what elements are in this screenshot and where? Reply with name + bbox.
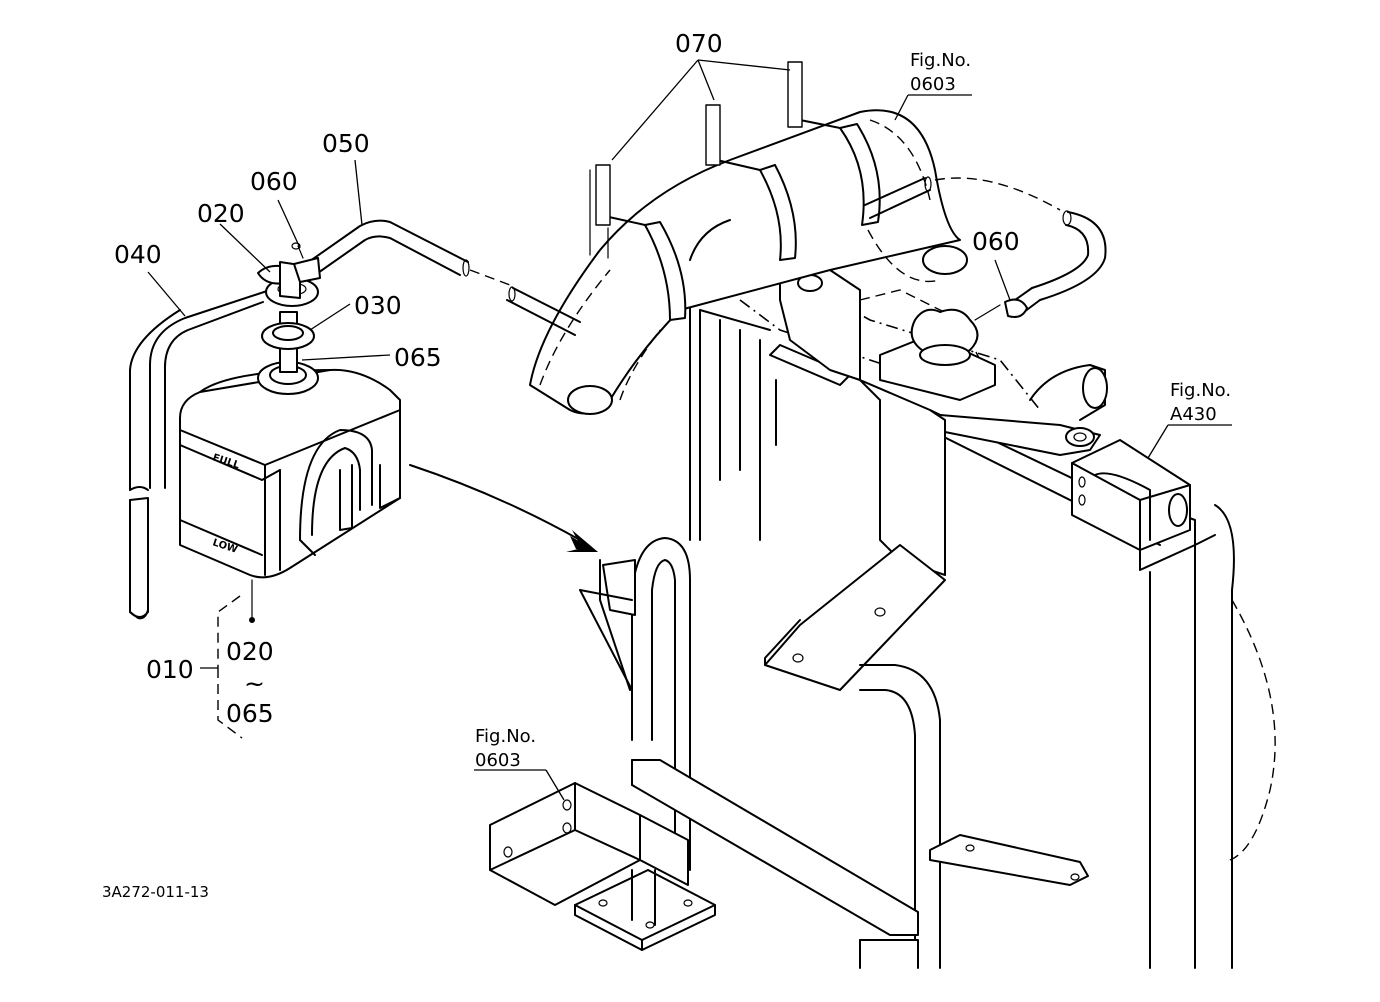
label-010: 010 (146, 655, 194, 684)
drawing-code: 3A272-011-13 (102, 883, 209, 901)
hose-050 (299, 219, 581, 336)
fig-ref-bottom-left-number: 0603 (475, 750, 521, 771)
label-060-right: 060 (972, 227, 1020, 256)
fig-ref-right-number: A430 (1170, 404, 1217, 425)
label-range-separator: ~ (244, 669, 265, 698)
reserve-tank: FULL LOW (179, 368, 401, 579)
frame-structure (689, 264, 1101, 691)
label-050: 050 (322, 129, 370, 158)
label-020: 020 (197, 199, 245, 228)
label-030: 030 (354, 291, 402, 320)
figure-references: Fig.No. 0603 Fig.No. A430 Fig.No. 0603 (475, 50, 1231, 771)
hose-clamps (589, 61, 881, 321)
label-040: 040 (114, 240, 162, 269)
tank-cap-assembly (257, 242, 321, 395)
fig-ref-bottom-left-prefix: Fig.No. (475, 726, 536, 747)
label-065: 065 (394, 343, 442, 372)
direction-arrow (409, 464, 598, 552)
part-labels: 070 050 060 020 040 030 065 060 010 020 … (114, 29, 1020, 728)
fig-ref-top-right-number: 0603 (910, 74, 956, 95)
lower-frame (579, 537, 1089, 969)
label-060-left: 060 (250, 167, 298, 196)
label-020-range: 020 (226, 637, 274, 666)
intake-pipe (529, 109, 968, 415)
hose-040 (129, 289, 271, 620)
overflow-hose-right (864, 176, 1107, 321)
label-070: 070 (675, 29, 723, 58)
radiator-cap-block (1029, 364, 1191, 551)
fig-ref-right-prefix: Fig.No. (1170, 380, 1231, 401)
leader-lines (147, 59, 1232, 801)
label-065-range: 065 (226, 699, 274, 728)
fig-ref-top-right-prefix: Fig.No. (910, 50, 971, 71)
bottom-left-bracket (489, 782, 716, 951)
